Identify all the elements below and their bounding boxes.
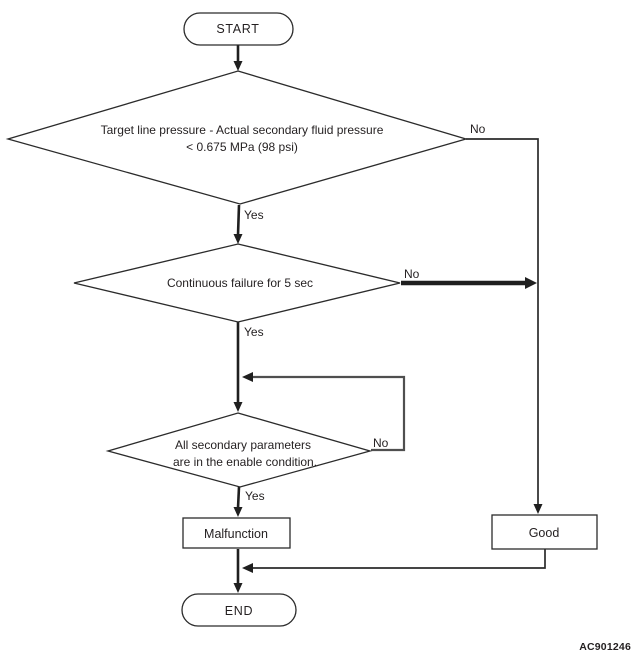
start-label: START <box>216 22 259 36</box>
good-label: Good <box>529 526 560 540</box>
decision3-text-line2: are in the enable condition. <box>173 455 317 469</box>
decision1-yes-label: Yes <box>244 208 264 222</box>
arrow-good-to-end-line <box>242 549 546 573</box>
arrow-decision1-no-to-good <box>466 138 543 514</box>
end-label: END <box>225 604 254 618</box>
malfunction-box: Malfunction <box>182 517 291 549</box>
decision2-no-label: No <box>404 267 420 281</box>
arrow-malfunction-to-end <box>233 549 243 593</box>
decision3-yes-label: Yes <box>245 489 265 503</box>
decision2-yes-label: Yes <box>244 325 264 339</box>
decision2-text: Continuous failure for 5 sec <box>167 276 313 290</box>
decision1-no-label: No <box>470 122 486 136</box>
malfunction-label: Malfunction <box>204 527 268 541</box>
decision-target-line-pressure: Target line pressure - Actual secondary … <box>5 70 469 205</box>
decision3-text-line1: All secondary parameters <box>175 438 311 452</box>
end-node: END <box>181 593 297 627</box>
decision1-text-line2: < 0.675 MPa (98 psi) <box>186 140 298 154</box>
decision3-no-label: No <box>373 436 389 450</box>
arrow-decision2-no-thick <box>401 277 537 289</box>
arrow-decision2-yes-to-decision3 <box>233 322 243 412</box>
decision-continuous-failure: Continuous failure for 5 sec <box>73 243 401 323</box>
decision1-text-line1: Target line pressure - Actual secondary … <box>101 123 384 137</box>
arrow-decision3-no-loop <box>242 372 406 452</box>
decision-enable-condition: All secondary parameters are in the enab… <box>105 412 373 488</box>
arrow-decision1-yes-to-decision2 <box>233 204 243 244</box>
arrow-decision3-yes-to-malfunction <box>233 486 243 517</box>
good-box: Good <box>491 514 598 550</box>
arrow-start-to-decision1 <box>233 45 243 71</box>
start-node: START <box>183 12 294 46</box>
figure-code: AC901246 <box>579 641 631 653</box>
